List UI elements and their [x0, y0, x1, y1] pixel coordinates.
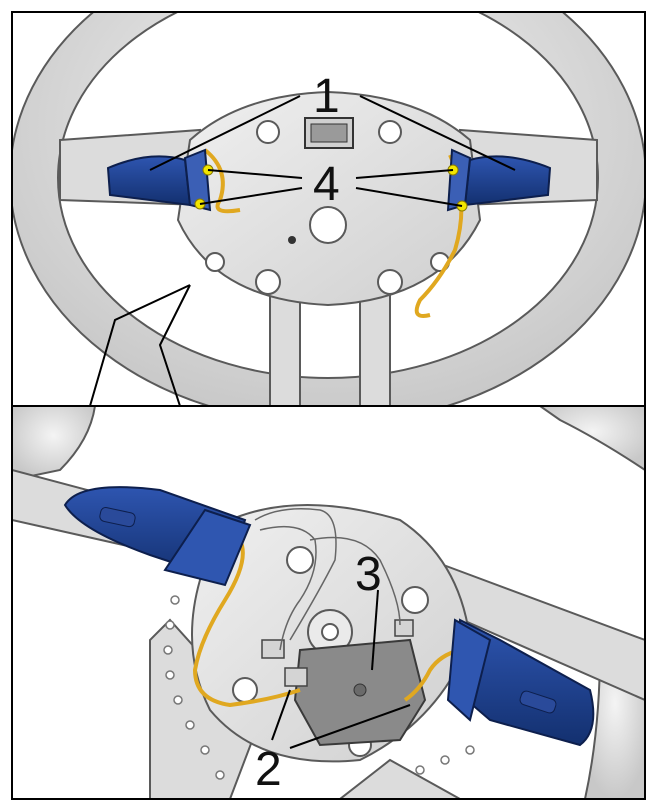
callout-4: 4: [313, 158, 340, 211]
callout-3: 3: [355, 548, 382, 601]
perforated-strip: [163, 595, 475, 780]
wiring-harness-detail: [192, 539, 461, 708]
bottom-panel: 3 2: [12, 406, 645, 799]
callout-2: 2: [255, 743, 282, 796]
control-module: [293, 638, 427, 747]
leader-lines: [149, 95, 516, 207]
connector-plugs: [261, 619, 414, 687]
zoom-pointer: [89, 284, 191, 406]
shift-paddle-left: [106, 148, 212, 212]
callout-1: 1: [313, 70, 340, 123]
leader-lines-detail: [271, 589, 411, 749]
connector: [304, 117, 354, 149]
shift-paddle-left-detail: [63, 486, 252, 587]
hub-plate: [176, 90, 482, 307]
shift-paddle-right-detail: [446, 618, 595, 747]
panel-frames: [11, 11, 646, 800]
screw-markers: [194, 164, 468, 212]
top-panel: 1 4: [12, 12, 645, 406]
internal-wiring: [254, 508, 401, 651]
